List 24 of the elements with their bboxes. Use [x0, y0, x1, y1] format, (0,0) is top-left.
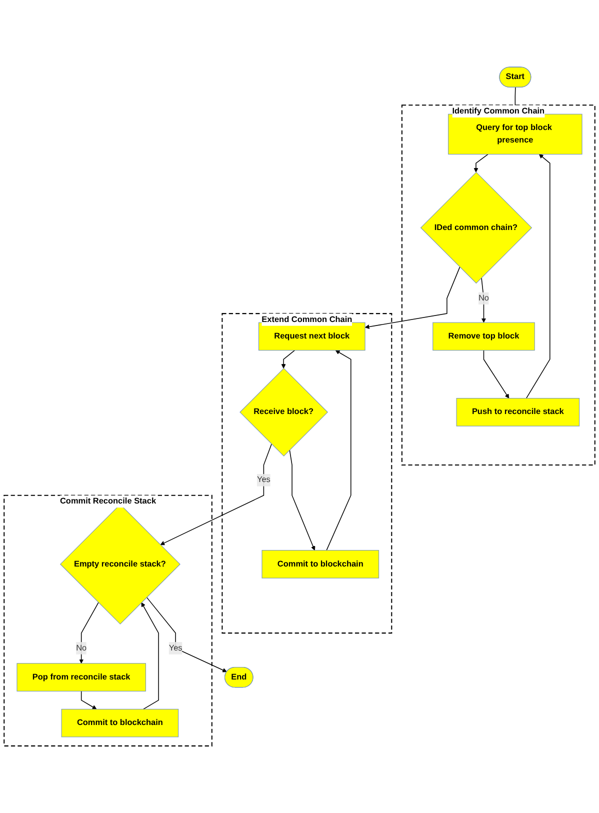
arrow — [281, 350, 296, 369]
arrow — [483, 350, 510, 398]
arrow — [80, 690, 97, 710]
node-box: Pop from reconcile stack — [16, 663, 146, 692]
edge-label: No — [478, 294, 489, 302]
node-box: Commit to blockchain — [61, 708, 179, 738]
arrow — [289, 450, 316, 551]
node-diamond: IDed common chain? — [420, 172, 532, 284]
node-box: Commit to blockchain — [262, 550, 380, 578]
node-box: Remove top block — [432, 322, 535, 351]
arrow — [160, 444, 272, 546]
arrow — [326, 350, 352, 551]
arrow — [474, 154, 488, 172]
arrow — [364, 266, 460, 329]
edge-label: Yes — [256, 476, 270, 484]
arrow — [79, 602, 99, 664]
edge-label: No — [76, 644, 87, 652]
node-diamond: Receive block? — [240, 368, 328, 456]
edge-label: Yes — [168, 644, 182, 652]
node-box: Push to reconcile stack — [456, 398, 580, 426]
arrow — [141, 602, 159, 710]
arrow — [526, 154, 550, 399]
node-box: Request next block — [258, 322, 366, 351]
arrow — [146, 596, 227, 672]
